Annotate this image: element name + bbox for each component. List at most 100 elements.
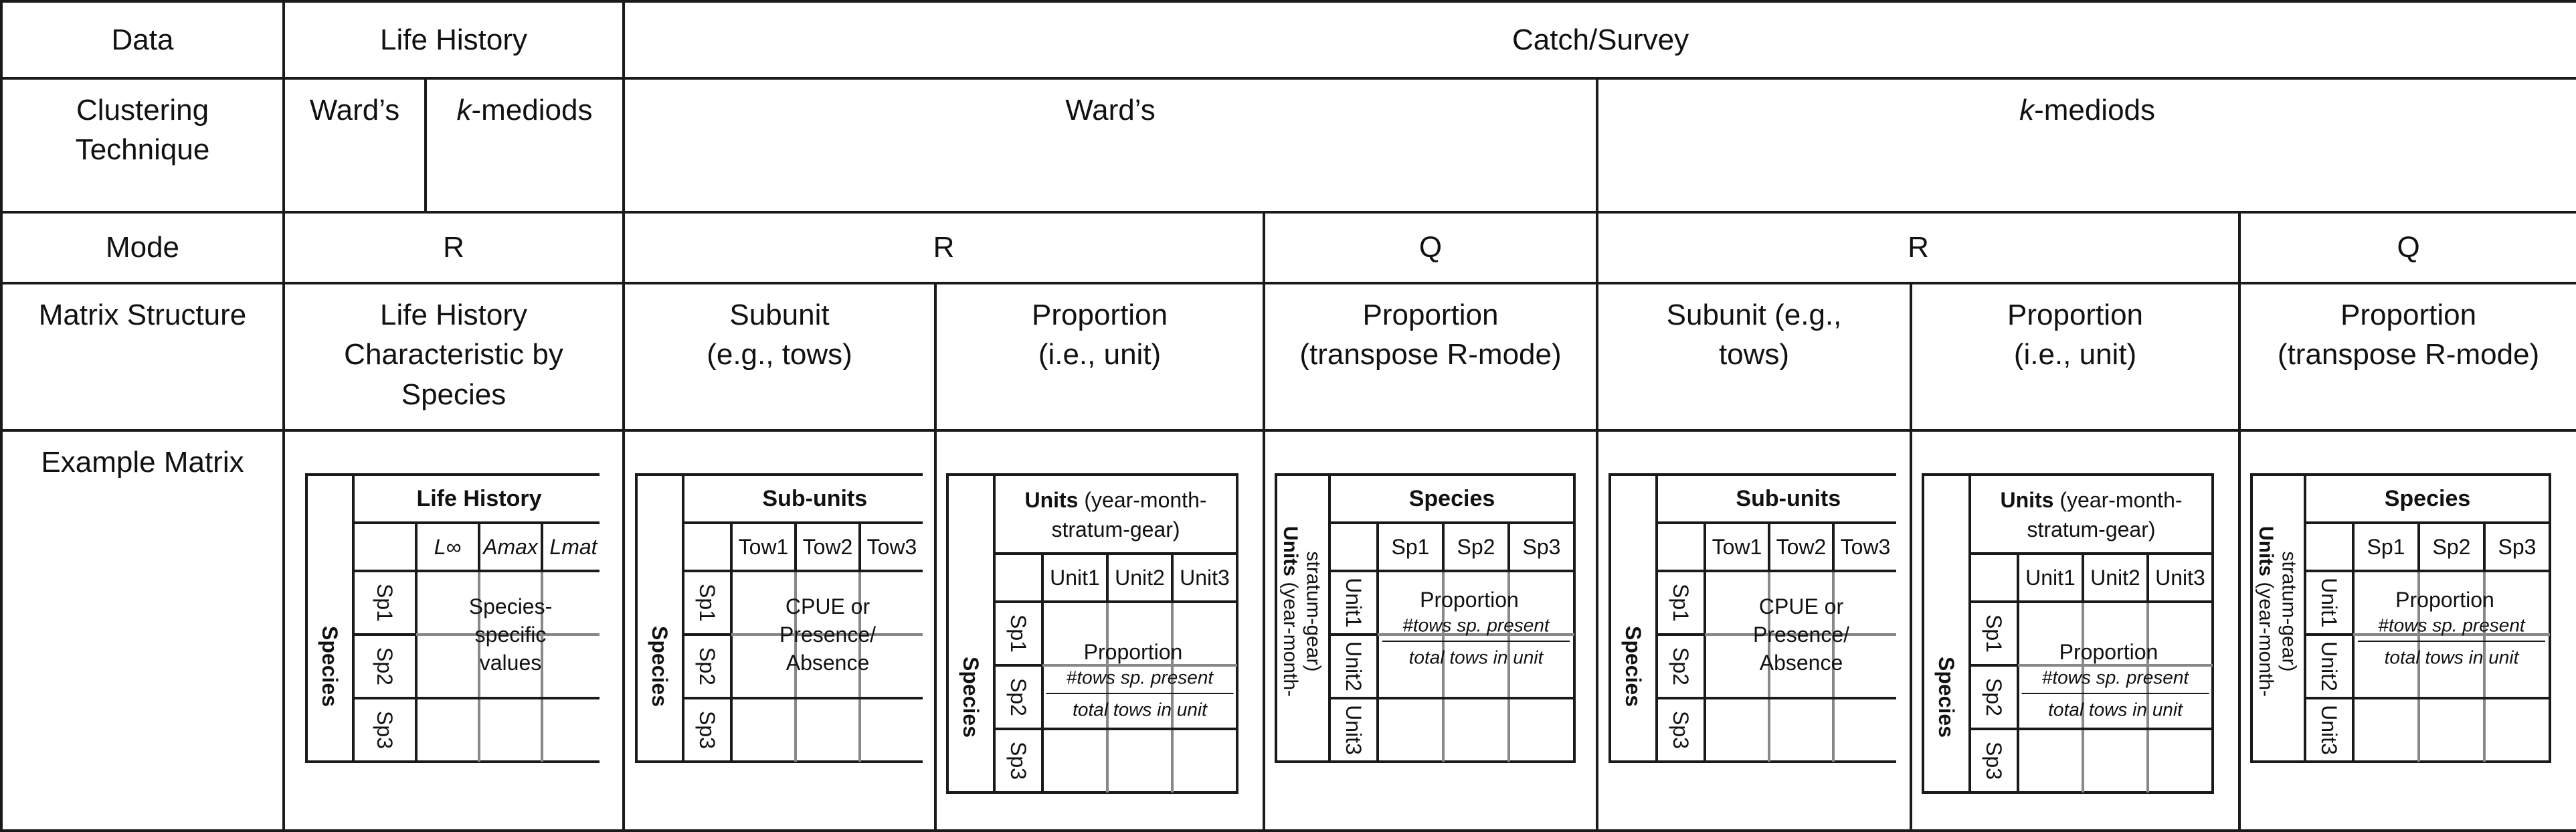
ms-kmed-subunit-cell: Subunit (e.g., tows) xyxy=(1596,282,1913,432)
units-row-header: Sp1 xyxy=(1006,614,1030,653)
lh-row-header: Sp2 xyxy=(373,647,397,685)
q-body-title: Proportion xyxy=(2395,588,2494,612)
sub-col-header: Tow3 xyxy=(1841,535,1891,559)
sub-body-text: Absence xyxy=(1760,651,1843,675)
matrix-structure-label: Matrix Structure xyxy=(0,282,285,432)
sub-row-header: Sp2 xyxy=(1669,647,1693,685)
lh-body-text: specific xyxy=(475,622,547,647)
q-denominator: total tows in unit xyxy=(2385,647,2520,668)
q-body-title: Proportion xyxy=(1420,588,1519,612)
clustering-row: Clustering Technique Ward’s k-mediods Wa… xyxy=(0,77,2576,214)
units-col-header: Unit1 xyxy=(1050,566,1100,590)
q-row-header: Unit1 xyxy=(2317,578,2341,628)
lh-body-text: values xyxy=(480,651,542,675)
matrix-structure-row: Matrix Structure Life History Characteri… xyxy=(0,282,2576,432)
sub-row-label: Species xyxy=(648,626,672,707)
units-row-label: Species xyxy=(1934,657,1958,738)
mode-wards-q: Q xyxy=(1263,211,1599,284)
matrix-border xyxy=(946,473,1239,794)
units-matrix-title: stratum-gear) xyxy=(2027,517,2155,542)
units-matrix-title: stratum-gear) xyxy=(1051,517,1180,542)
units-row-header: Sp1 xyxy=(1982,614,2006,653)
q-row-header: Unit2 xyxy=(2317,641,2341,691)
q-row-header: Unit3 xyxy=(2317,705,2341,755)
sub-row-header: Sp1 xyxy=(695,584,719,622)
matrix-border xyxy=(2250,473,2552,763)
sub-col-header: Tow1 xyxy=(739,535,789,559)
lh-body-text: Species- xyxy=(469,594,553,618)
units-row-header: Sp3 xyxy=(1006,742,1030,780)
mode-kmed-q: Q xyxy=(2238,211,2576,284)
q-matrix-title: Species xyxy=(2385,486,2471,511)
matrix-border xyxy=(1275,473,1576,763)
q-row-label: Units (year-month- xyxy=(2256,526,2278,697)
sub-row-header: Sp3 xyxy=(695,711,719,749)
sub-col-header: Tow2 xyxy=(1776,535,1827,559)
data-row: Data Life History Catch/Survey xyxy=(0,0,2576,80)
units-row-label: Species xyxy=(959,657,983,738)
units-col-header: Unit2 xyxy=(2090,566,2140,590)
sub-row-label: Species xyxy=(1621,626,1645,707)
sub-matrix-title: Sub-units xyxy=(762,486,867,511)
sub-body-text: Presence/ xyxy=(779,622,876,647)
sub-matrix-title: Sub-units xyxy=(1736,486,1841,511)
lh-col-header: L∞ xyxy=(434,535,462,559)
example-matrix-label: Example Matrix xyxy=(0,429,285,832)
sub-row-header: Sp2 xyxy=(695,647,719,685)
mode-lh-r: R xyxy=(282,211,626,284)
q-row-header: Unit2 xyxy=(1342,641,1366,691)
lh-row-header: Sp3 xyxy=(373,711,397,749)
units-col-header: Unit1 xyxy=(2025,566,2076,590)
lh-kmediods-cell: k-mediods xyxy=(424,77,626,214)
units-row-header: Sp2 xyxy=(1006,678,1030,716)
q-numerator: #tows sp. present xyxy=(2378,615,2526,636)
matrix-border xyxy=(1922,473,2215,794)
units-denominator: total tows in unit xyxy=(2048,699,2183,720)
ex-wards-units-cell: Units (year-month-stratum-gear) Unit1 Unit… xyxy=(934,429,1266,832)
catch-survey-header: Catch/Survey xyxy=(622,0,2576,80)
lh-row-header: Sp1 xyxy=(373,584,397,622)
sub-row-header: Sp1 xyxy=(1669,584,1693,622)
lh-col-header: Amax xyxy=(482,535,539,559)
q-col-header: Sp2 xyxy=(1457,535,1495,559)
units-numerator: #tows sp. present xyxy=(1067,667,1214,688)
sub-row-header: Sp3 xyxy=(1669,711,1693,749)
mode-row: Mode R R Q R Q xyxy=(0,211,2576,284)
lh-wards-cell: Ward’s xyxy=(282,77,427,214)
q-col-header: Sp3 xyxy=(2498,535,2537,559)
q-row-header: Unit1 xyxy=(1342,578,1366,628)
q-row-label: Units (year-month- xyxy=(1280,526,1302,697)
q-row-label: stratum-gear) xyxy=(1303,551,1325,671)
q-row-label: stratum-gear) xyxy=(2278,551,2300,671)
units-matrix-title: Units (year-month- xyxy=(1024,488,1206,512)
matrix-border xyxy=(305,473,600,763)
life-history-header: Life History xyxy=(282,0,626,80)
matrix-border xyxy=(1608,473,1897,763)
units-row-header: Sp3 xyxy=(1982,742,2006,780)
q-col-header: Sp1 xyxy=(2367,535,2405,559)
sub-body-text: CPUE or xyxy=(1759,594,1844,618)
ms-wards-subunit-cell: Subunit (e.g., tows) xyxy=(622,282,937,432)
mode-label: Mode xyxy=(0,211,285,284)
lh-matrix-title: Life History xyxy=(416,486,541,511)
sub-body-text: Absence xyxy=(786,651,870,675)
q-row-header: Unit3 xyxy=(1342,705,1366,755)
mode-wards-r: R xyxy=(622,211,1266,284)
q-numerator: #tows sp. present xyxy=(1402,615,1550,636)
sub-col-header: Tow3 xyxy=(867,535,917,559)
q-denominator: total tows in unit xyxy=(1409,647,1544,668)
units-body-title: Proportion xyxy=(2059,640,2158,664)
q-col-header: Sp3 xyxy=(1523,535,1561,559)
units-col-header: Unit3 xyxy=(1180,566,1230,590)
units-col-header: Unit2 xyxy=(1115,566,1165,590)
units-denominator: total tows in unit xyxy=(1073,699,1208,720)
q-col-header: Sp2 xyxy=(2433,535,2471,559)
q-matrix-title: Species xyxy=(1409,486,1495,511)
sub-body-text: CPUE or xyxy=(786,594,870,618)
ms-wards-proportion-cell: Proportion (i.e., unit) xyxy=(934,282,1266,432)
units-row-header: Sp2 xyxy=(1982,678,2006,716)
data-label: Data xyxy=(0,0,285,80)
